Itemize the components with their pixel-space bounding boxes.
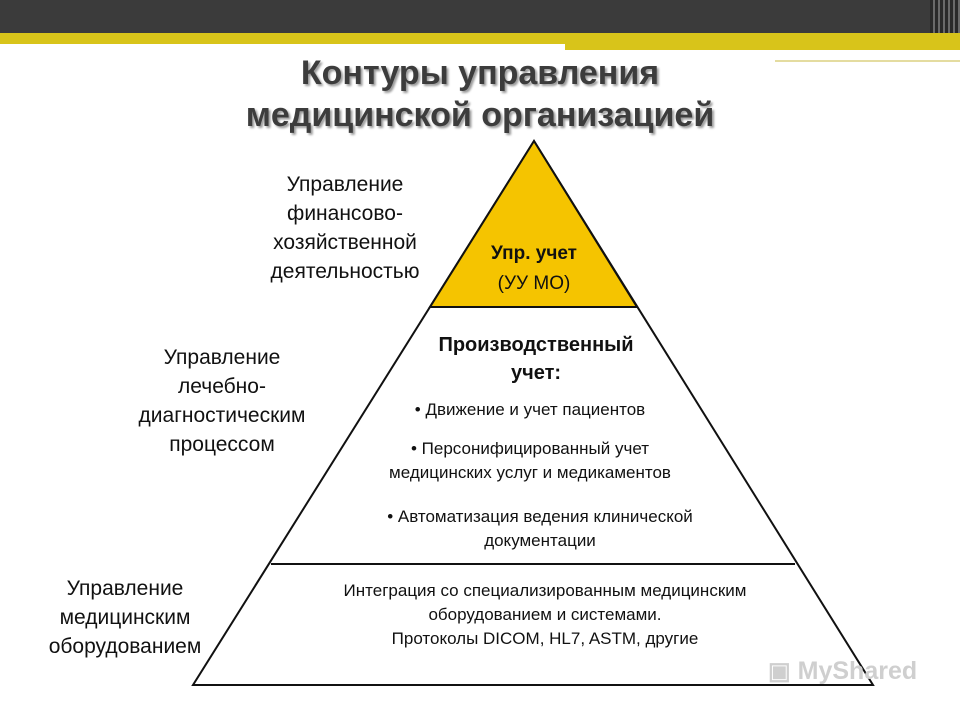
label-finance-line-3: хозяйственной (273, 231, 417, 254)
label-equipment-line-2: медицинским (59, 606, 191, 629)
top-bar-stripes (930, 0, 960, 33)
label-finance-line-1: Управление (286, 173, 404, 196)
integration-line-2: оборудованием и системами. (428, 605, 662, 624)
bullet-personified: • Персонифицированный учет медицинских у… (330, 437, 730, 485)
bullet-patients: • Движение и учет пациентов (414, 400, 646, 419)
label-clinical-line-2: лечебно- (178, 375, 266, 398)
production-accounting-heading: Производственный учет: (386, 331, 686, 387)
bullet-personified-line-2: медицинских услуг и медикаментов (389, 463, 671, 482)
label-equipment: Управление медицинским оборудованием (20, 574, 230, 661)
label-clinical-line-4: процессом (169, 433, 275, 456)
bullet-personified-line-1: • Персонифицированный учет (411, 439, 649, 458)
watermark-icon: ▣ (768, 658, 791, 685)
watermark-logo: ▣ MyShared (768, 657, 917, 686)
label-equipment-line-1: Управление (66, 577, 184, 600)
label-finance-line-4: деятельностью (270, 260, 420, 283)
label-clinical: Управление лечебно- диагностическим проц… (112, 343, 332, 459)
pyramid-apex (428, 139, 639, 308)
integration-line-1: Интеграция со специализированным медицин… (343, 581, 747, 600)
watermark-text: MyShared (797, 657, 918, 685)
title-line-2: медицинской организацией (245, 96, 715, 134)
bullet-automation: • Автоматизация ведения клинической доку… (310, 505, 770, 553)
heading-line-1: Производственный (438, 334, 634, 356)
heading-line-2: учет: (510, 362, 562, 384)
apex-line-2: (УУ МО) (497, 273, 571, 294)
bullet-automation-line-2: документации (484, 531, 596, 550)
label-clinical-line-3: диагностическим (138, 404, 306, 427)
accent-stripe (0, 33, 960, 44)
label-finance: Управление финансово- хозяйственной деят… (240, 170, 450, 286)
slide-title: Контуры управления медицинской организац… (180, 52, 780, 136)
pyramid-outline (191, 139, 875, 686)
title-line-1: Контуры управления (300, 54, 660, 92)
accent-line-right (775, 60, 960, 62)
label-finance-line-2: финансово- (287, 202, 403, 225)
label-clinical-line-1: Управление (163, 346, 281, 369)
integration-text: Интеграция со специализированным медицин… (270, 579, 820, 651)
label-equipment-line-3: оборудованием (48, 635, 202, 658)
apex-line-1: Упр. учет (491, 243, 577, 264)
apex-label: Упр. учет (УУ МО) (434, 239, 634, 299)
accent-stripe-right (565, 44, 960, 50)
integration-line-3: Протоколы DICOM, HL7, ASTM, другие (391, 629, 699, 648)
top-bar (0, 0, 960, 33)
bullet-automation-line-1: • Автоматизация ведения клинической (387, 507, 693, 526)
